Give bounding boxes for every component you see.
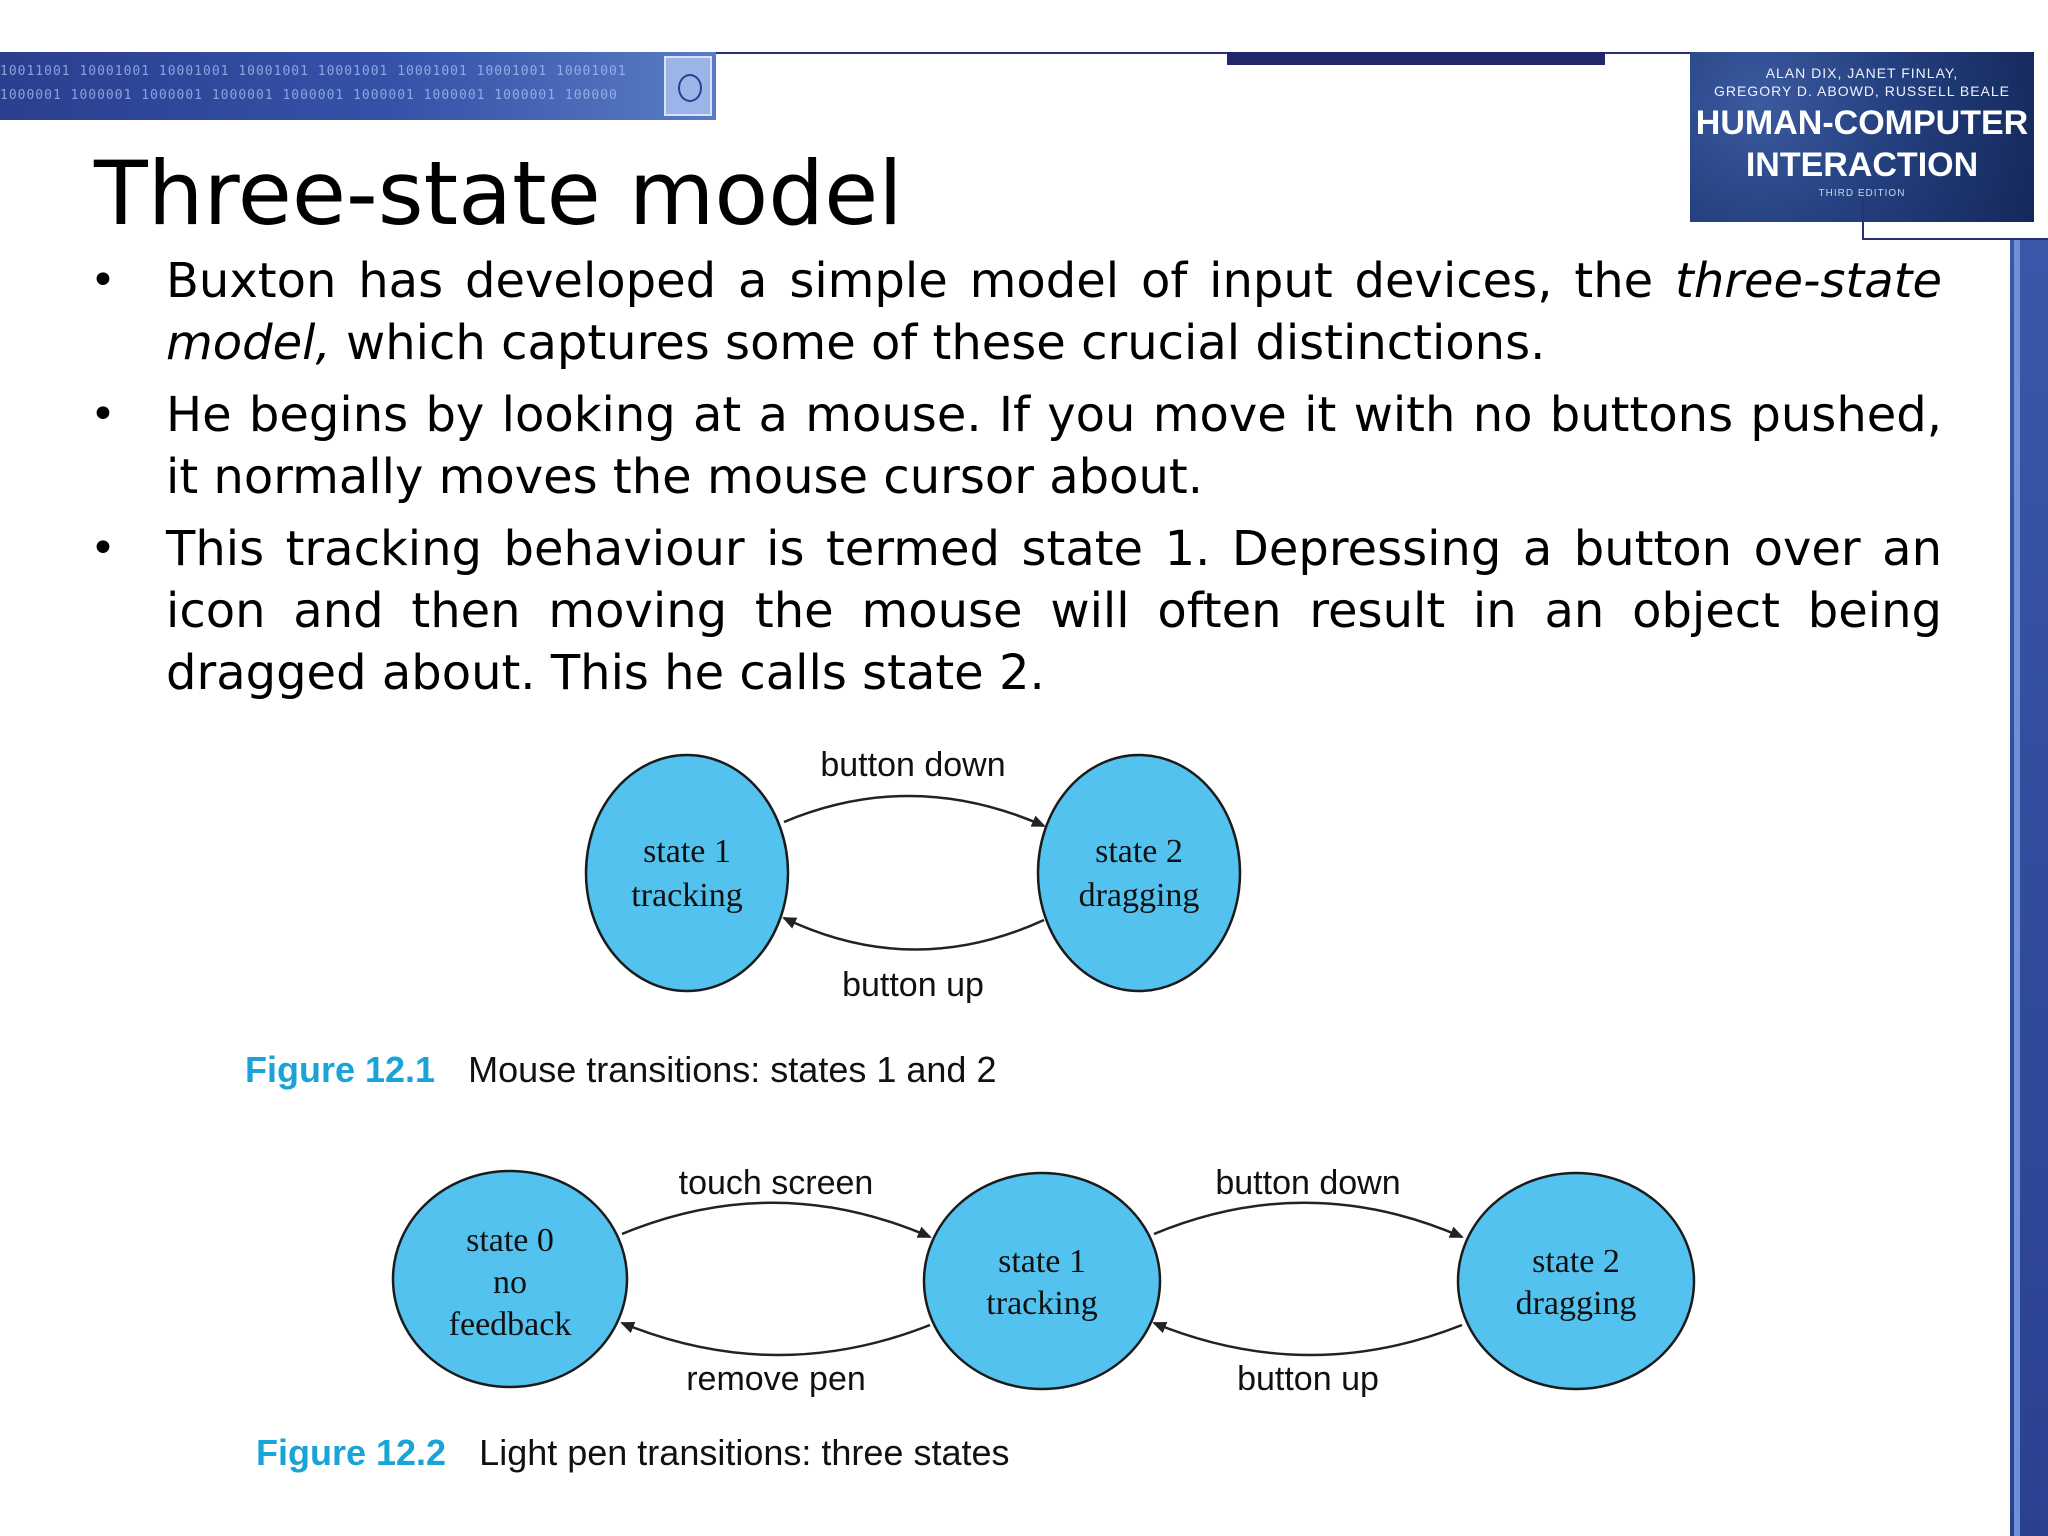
figure-caption: Figure 12.1 Mouse transitions: states 1 … (245, 1049, 996, 1090)
transition-label: touch screen (679, 1164, 874, 1202)
bullet-text: This tracking behaviour is termed state … (166, 521, 1942, 701)
figure-12-2: state 0 no feedback state 1 tracking sta… (256, 1164, 1696, 1473)
binary-banner: 10011001 10001001 10001001 10001001 1000… (0, 52, 716, 120)
chip-icon (664, 56, 712, 116)
bullet-text: He begins by looking at a mouse. If you … (166, 387, 1942, 505)
transition-label: button up (842, 966, 984, 1004)
bullet-text: Buxton has developed a simple model of i… (166, 253, 1676, 309)
header-rule (716, 52, 1716, 54)
transition-arrow (1153, 1201, 1464, 1239)
bullet-item: • This tracking behaviour is termed stat… (90, 518, 1942, 704)
book-cover-logo: ALAN DIX, JANET FINLAY, GREGORY D. ABOWD… (1690, 52, 2034, 222)
bullet-emphasis: three-state model, (166, 253, 1942, 371)
state-label: state 1 (998, 1243, 1086, 1280)
transition-label: button down (1215, 1164, 1400, 1202)
state-node (1036, 753, 1242, 993)
state-label: feedback (449, 1306, 572, 1343)
state-label: no (493, 1264, 527, 1301)
figure-12-1: state 1 tracking state 2 dragging button… (245, 746, 1242, 1090)
transition-arrow (1152, 1321, 1463, 1357)
figure-number: Figure 12.1 (245, 1049, 435, 1090)
book-title-line2: INTERACTION (1745, 146, 1979, 184)
bullet-icon: • (90, 523, 116, 574)
cover-outline (1862, 200, 2048, 240)
figure-caption: Figure 12.2 Light pen transitions: three… (256, 1432, 1010, 1473)
transition-label: remove pen (686, 1360, 866, 1398)
bullet-item: • He begins by looking at a mouse. If yo… (90, 384, 1942, 508)
bullet-list: • Buxton has developed a simple model of… (90, 250, 1942, 714)
transition-arrow (782, 916, 1045, 951)
book-authors-line2: GREGORY D. ABOWD, RUSSELL BEALE (1713, 83, 2011, 99)
state-label: state 1 (643, 833, 731, 870)
state-node (1456, 1171, 1696, 1391)
bullet-item: • Buxton has developed a simple model of… (90, 250, 1942, 374)
header-bar (1227, 52, 1605, 65)
figure-caption-text: Light pen transitions: three states (479, 1432, 1009, 1473)
state-label: tracking (631, 877, 742, 914)
bullet-icon: • (90, 389, 116, 440)
transition-arrow (621, 1201, 932, 1239)
transition-label: button up (1237, 1360, 1379, 1398)
state-node (584, 753, 790, 993)
transition-label: button down (820, 746, 1005, 784)
right-edge-bar (2010, 240, 2048, 1536)
book-edition: THIRD EDITION (1818, 188, 1906, 199)
state-label: dragging (1516, 1285, 1637, 1322)
state-node (922, 1171, 1162, 1391)
state-label: state 0 (466, 1222, 554, 1259)
state-node (391, 1169, 629, 1389)
book-title-line1: HUMAN-COMPUTER (1695, 104, 2029, 142)
figure-number: Figure 12.2 (256, 1432, 446, 1473)
transition-arrow (620, 1321, 931, 1357)
transition-arrow (783, 794, 1046, 828)
state-label: dragging (1079, 877, 1200, 914)
bullet-icon: • (90, 255, 116, 306)
figure-caption-text: Mouse transitions: states 1 and 2 (468, 1049, 996, 1090)
state-label: tracking (986, 1285, 1097, 1322)
bullet-text: which captures some of these crucial dis… (330, 315, 1546, 371)
book-authors-line1: ALAN DIX, JANET FINLAY, (1765, 65, 1959, 81)
slide-title: Three-state model (94, 142, 903, 245)
binary-pattern: 10011001 10001001 10001001 10001001 1000… (0, 64, 627, 103)
state-label: state 2 (1532, 1243, 1620, 1280)
state-label: state 2 (1095, 833, 1183, 870)
